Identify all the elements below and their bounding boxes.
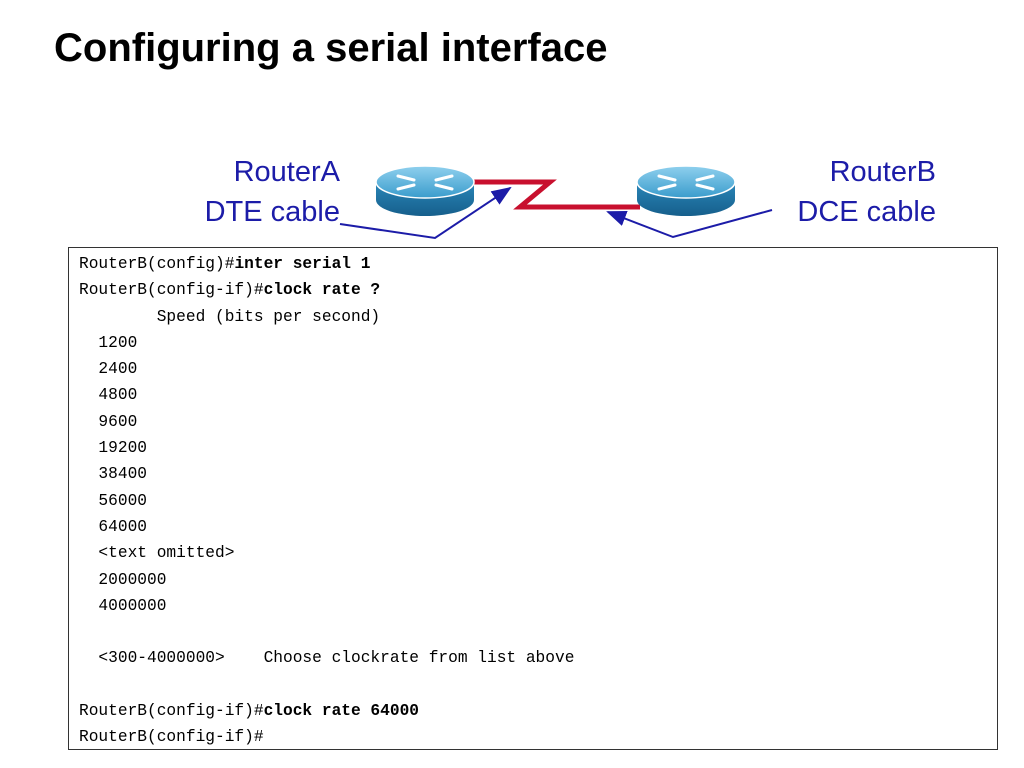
terminal-line: 9600 — [79, 412, 138, 431]
terminal-line: 64000 — [79, 517, 147, 536]
dce-pointer-line — [606, 209, 773, 239]
router-a-icon — [375, 165, 475, 216]
router-a-cable: DTE cable — [204, 196, 340, 228]
router-b-cable: DCE cable — [797, 196, 936, 228]
terminal-line: 56000 — [79, 491, 147, 510]
terminal-output: RouterB(config)#inter serial 1 RouterB(c… — [68, 247, 998, 750]
router-b-name: RouterB — [829, 156, 936, 188]
terminal-line: <text omitted> — [79, 544, 235, 563]
terminal-line: 4800 — [79, 386, 138, 405]
terminal-line: <300-4000000> Choose clockrate from list… — [79, 649, 575, 668]
terminal-line: 19200 — [79, 439, 147, 458]
router-a-label: RouterA DTE cable — [205, 152, 340, 232]
terminal-line: 2000000 — [79, 570, 167, 589]
router-a-name: RouterA — [233, 156, 340, 188]
dte-pointer-line — [339, 186, 512, 240]
router-b-icon — [636, 165, 736, 216]
router-b-label: RouterB DCE cable — [797, 152, 936, 232]
terminal-line: RouterB(config-if)#clock rate 64000 — [79, 702, 420, 721]
serial-link — [472, 179, 640, 210]
terminal-line: RouterB(config-if)#clock rate ? — [79, 281, 381, 300]
terminal-line: 1200 — [79, 333, 138, 352]
slide-title: Configuring a serial interface — [54, 26, 608, 70]
network-diagram — [339, 165, 773, 240]
terminal-line: 4000000 — [79, 596, 167, 615]
terminal-line: RouterB(config)#inter serial 1 — [79, 255, 371, 273]
terminal-line — [79, 619, 997, 645]
terminal-line: 38400 — [79, 465, 147, 484]
terminal-line: 2400 — [79, 360, 138, 379]
terminal-line: RouterB(config-if)# — [79, 728, 264, 747]
terminal-line — [79, 672, 997, 698]
terminal-line: Speed (bits per second) — [79, 307, 381, 326]
